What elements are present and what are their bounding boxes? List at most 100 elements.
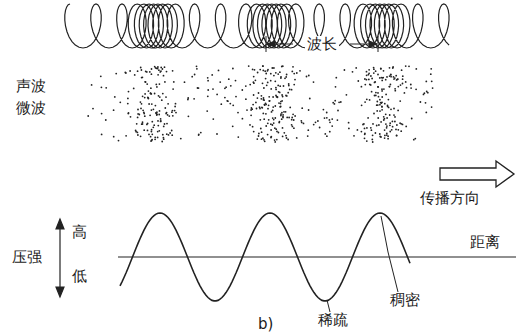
particle-dot: [119, 101, 121, 103]
particle-dot: [288, 85, 290, 87]
particle-dot: [250, 114, 252, 116]
particle-dot: [128, 91, 130, 93]
particle-dot: [377, 92, 379, 94]
particle-dot: [275, 128, 277, 130]
particle-dot: [172, 70, 174, 72]
leader-lines: [327, 216, 398, 312]
particle-dot: [279, 121, 281, 123]
particle-dot: [267, 134, 269, 136]
particle-dot: [265, 113, 267, 115]
particle-dot: [275, 72, 277, 74]
particle-dot: [187, 97, 189, 99]
particle-dot: [388, 99, 390, 101]
callout-label: 稠密: [390, 292, 420, 309]
particle-dot: [427, 92, 429, 94]
particle-dot: [270, 73, 272, 75]
particle-dot: [245, 98, 247, 100]
particle-dot: [261, 106, 263, 108]
particle-dot: [400, 84, 402, 86]
particle-dot: [276, 96, 278, 98]
particle-dot: [283, 111, 285, 113]
particle-dot: [380, 102, 382, 104]
particle-dot: [152, 126, 154, 128]
particle-dot: [262, 70, 264, 72]
particle-dot: [282, 127, 284, 129]
particle-field: [87, 65, 433, 143]
particle-dot: [282, 65, 284, 67]
particle-dot: [172, 115, 174, 117]
particle-dot: [317, 120, 319, 122]
particle-dot: [379, 104, 381, 106]
particle-dot: [212, 88, 214, 90]
particle-dot: [379, 133, 381, 135]
particle-dot: [279, 85, 281, 87]
particle-dot: [381, 80, 383, 82]
particle-dot: [270, 136, 272, 138]
particle-dot: [406, 87, 408, 89]
particle-dot: [390, 84, 392, 86]
particle-dot: [364, 133, 366, 135]
particle-dot: [386, 127, 388, 129]
particle-dot: [242, 118, 244, 120]
particle-dot: [253, 82, 255, 84]
axis-label: 高: [72, 224, 87, 241]
particle-dot: [324, 117, 326, 119]
particle-dot: [379, 110, 381, 112]
particle-dot: [277, 96, 279, 98]
particle-dot: [273, 122, 275, 124]
particle-dot: [364, 137, 366, 139]
particle-dot: [142, 76, 144, 78]
particle-dot: [401, 69, 403, 71]
particle-dot: [292, 126, 294, 128]
particle-dot: [207, 77, 209, 79]
particle-dot: [261, 138, 263, 140]
particle-dot: [294, 79, 296, 81]
particle-dot: [162, 134, 164, 136]
particle-dot: [188, 115, 190, 117]
particle-dot: [237, 112, 239, 114]
particle-dot: [160, 120, 162, 122]
particle-dot: [410, 84, 412, 86]
particle-dot: [127, 98, 129, 100]
particle-dot: [194, 74, 196, 76]
particle-dot: [140, 108, 142, 110]
particle-dot: [151, 121, 153, 123]
particle-dot: [265, 78, 267, 80]
particle-dot: [147, 96, 149, 98]
particle-dot: [160, 70, 162, 72]
particle-dot: [394, 116, 396, 118]
particle-dot: [166, 133, 168, 135]
particle-dot: [262, 65, 264, 67]
particle-dot: [144, 81, 146, 83]
particle-dot: [156, 113, 158, 115]
particle-dot: [394, 90, 396, 92]
particle-dot: [393, 108, 395, 110]
particle-dot: [263, 99, 265, 101]
particle-dot: [196, 68, 198, 70]
particle-dot: [386, 117, 388, 119]
particle-dot: [164, 123, 166, 125]
particle-dot: [379, 77, 381, 79]
particle-dot: [180, 138, 182, 140]
particle-dot: [300, 120, 302, 122]
particle-dot: [364, 127, 366, 129]
particle-dot: [255, 102, 257, 104]
particle-dot: [377, 117, 379, 119]
particle-dot: [142, 95, 144, 97]
particle-dot: [159, 83, 161, 85]
particle-dot: [280, 115, 282, 117]
particle-dot: [263, 99, 265, 101]
particle-dot: [402, 78, 404, 80]
particle-dot: [261, 95, 263, 97]
particle-dot: [397, 78, 399, 80]
axis-label: 低: [72, 268, 87, 285]
particle-dot: [275, 87, 277, 89]
particle-dot: [125, 72, 127, 74]
particle-dot: [346, 94, 348, 96]
particle-dot: [385, 79, 387, 81]
particle-dot: [137, 70, 139, 72]
particle-dot: [379, 99, 381, 101]
particle-dot: [278, 122, 280, 124]
particle-dot: [366, 71, 368, 73]
particle-dot: [151, 129, 153, 131]
